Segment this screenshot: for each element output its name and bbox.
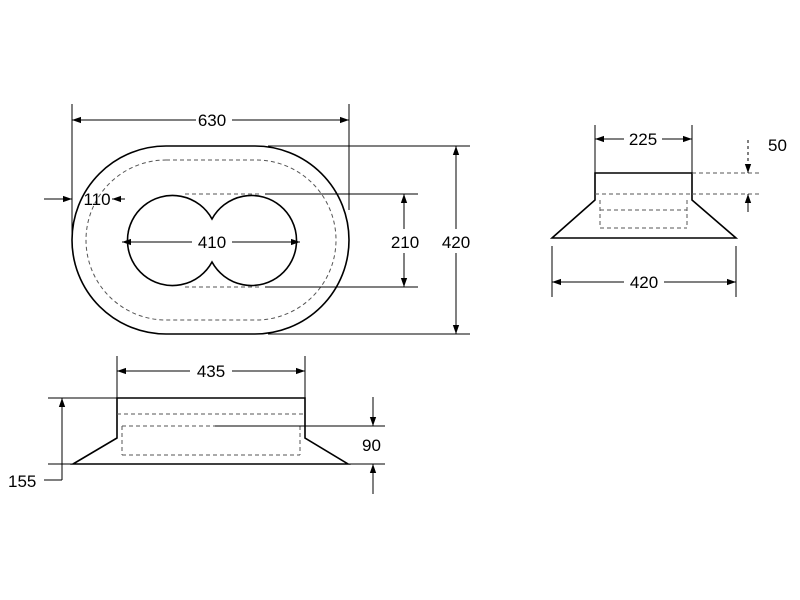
dimension-text-410: 410	[198, 233, 226, 252]
dimension-text-420-plan: 420	[442, 233, 470, 252]
dimension-side-depth: 90	[215, 397, 385, 494]
dimension-plan-length: 630	[71, 104, 350, 236]
plan-outer-outline	[71, 145, 350, 335]
dimension-end-top-width: 225	[594, 125, 693, 173]
dimension-plan-hole-diameter: 210	[265, 193, 419, 288]
dimension-text-90: 90	[362, 436, 381, 455]
dimension-end-flange: 50	[744, 136, 787, 212]
dimension-side-top-length: 435	[116, 356, 306, 398]
dimension-text-50: 50	[768, 136, 787, 155]
side-view-outline	[70, 397, 351, 465]
plan-double-hole-outline	[126, 194, 298, 287]
dimension-plan-wall: 110	[44, 190, 125, 209]
dimension-text-420-end: 420	[630, 273, 658, 292]
side-view: 435 90 155	[8, 356, 385, 494]
dimension-text-225: 225	[629, 130, 657, 149]
dimension-plan-width: 420	[268, 145, 470, 335]
dimension-text-630: 630	[198, 111, 226, 130]
dimension-text-110: 110	[83, 190, 110, 209]
dimension-text-210: 210	[391, 233, 419, 252]
end-view: 225 50 420	[549, 125, 787, 297]
dimension-text-155: 155	[8, 472, 36, 491]
dimension-plan-holes-span: 410	[122, 233, 300, 252]
plan-view: 630 110 410 210 420	[44, 104, 470, 335]
dimension-side-height: 155	[8, 397, 117, 491]
plan-inner-hidden-outline	[85, 159, 337, 321]
dimension-text-435: 435	[197, 362, 225, 381]
dimension-end-base-width: 420	[551, 246, 737, 297]
